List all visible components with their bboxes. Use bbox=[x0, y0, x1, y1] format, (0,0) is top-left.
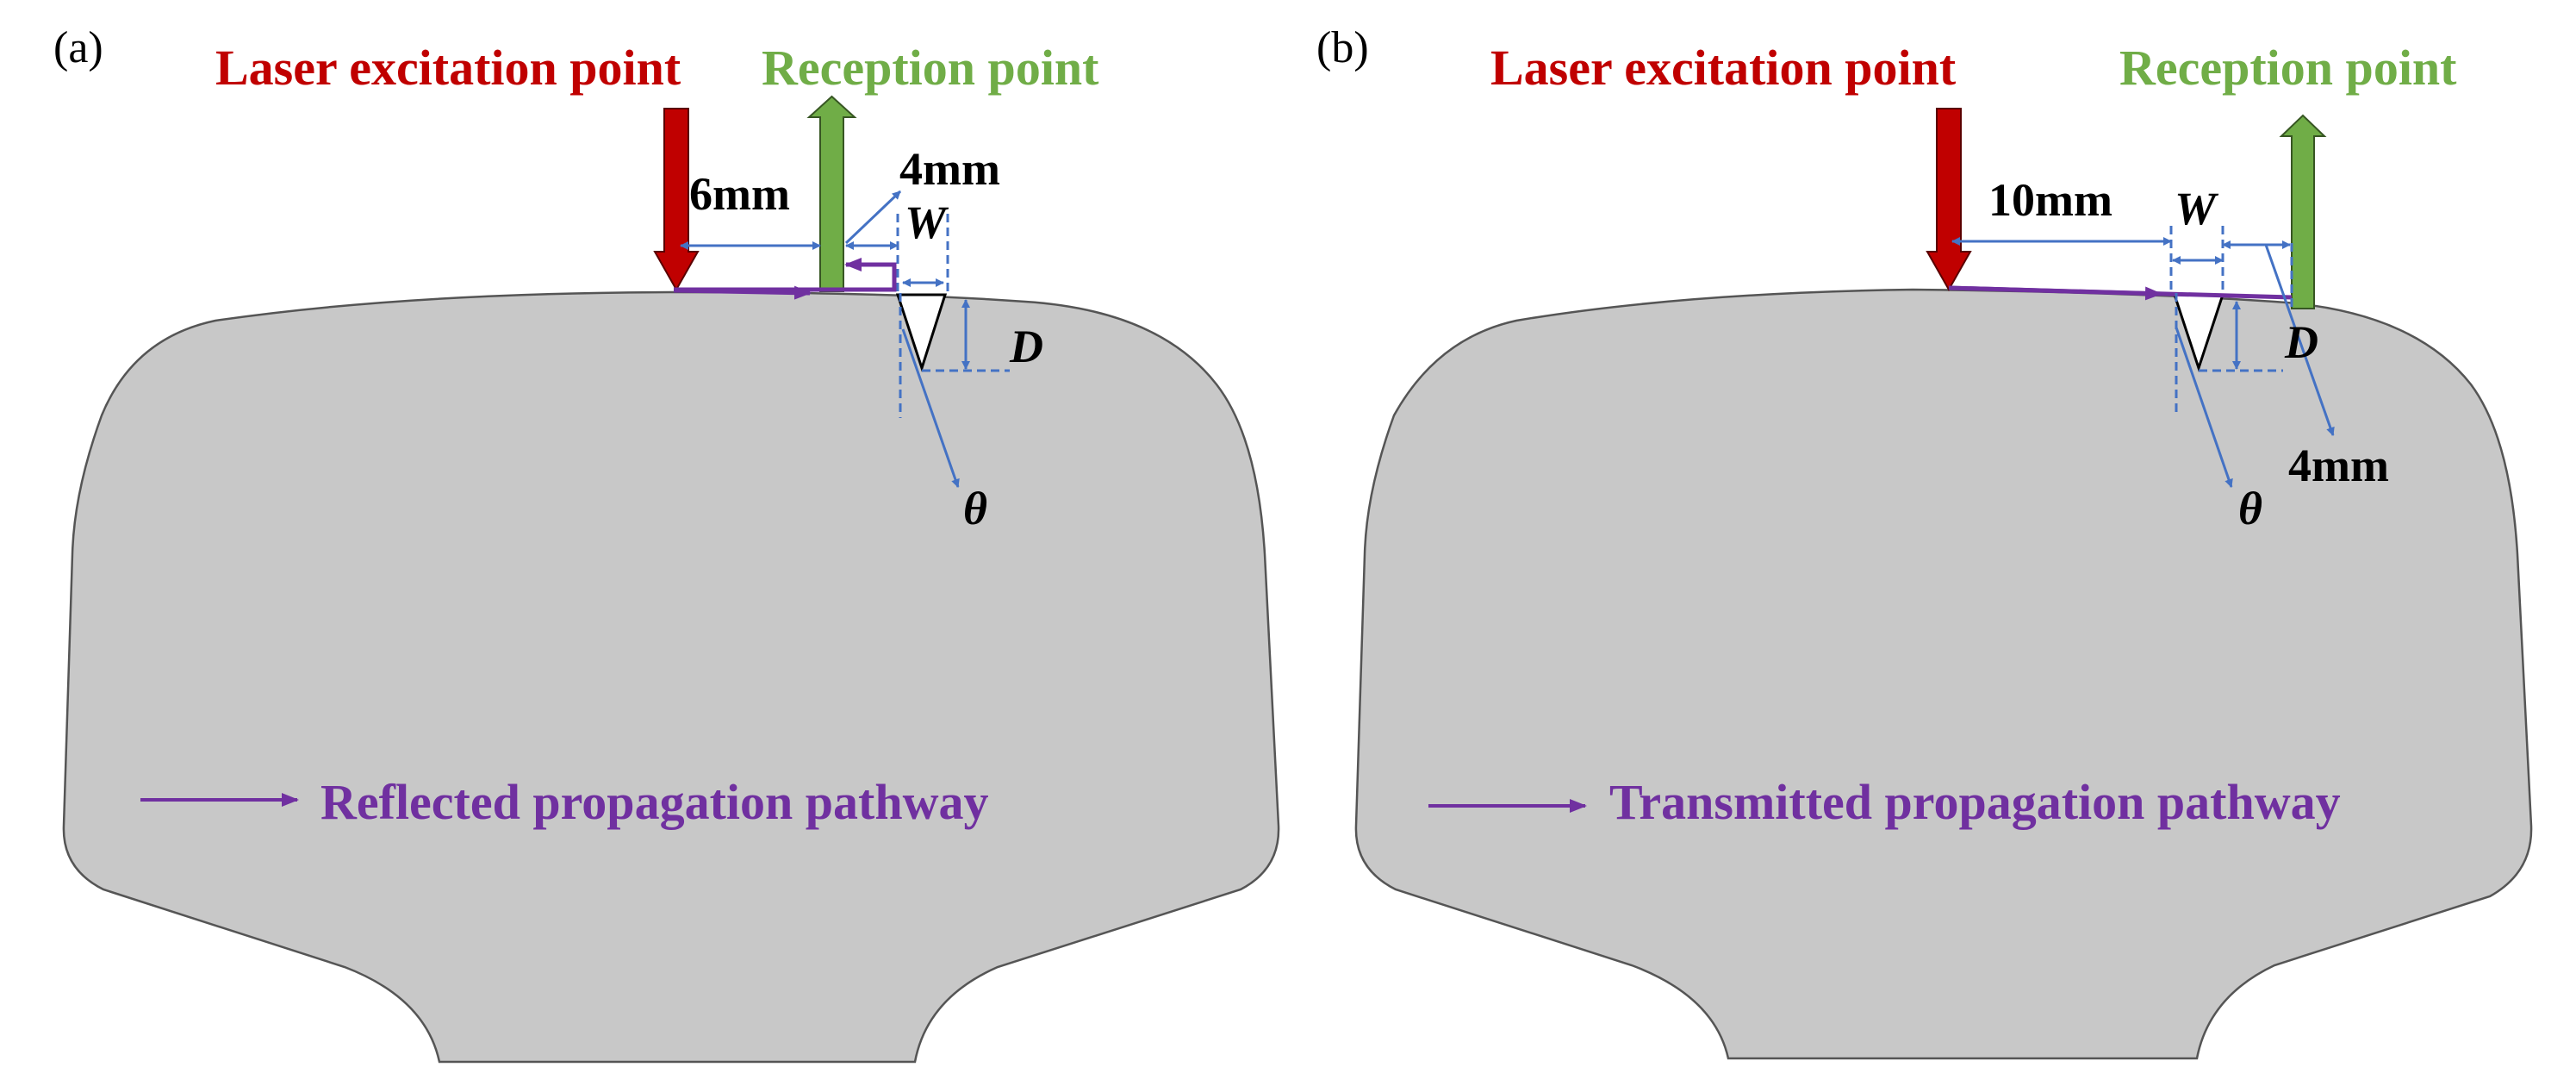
panel-b-rail-section bbox=[1354, 288, 2533, 1060]
panel-a-excitation-label: Laser excitation point bbox=[215, 40, 681, 96]
panel-a-pathway-arrow bbox=[673, 285, 812, 300]
panel-b-reception-label: Reception point bbox=[2119, 40, 2457, 96]
panel-a-reception-label: Reception point bbox=[762, 40, 1099, 96]
panel-b-dimensions bbox=[1951, 226, 2335, 488]
panel-a-spacing-label: 6mm bbox=[689, 168, 790, 220]
panel-a: (a) Laser excitation point Reception poi… bbox=[53, 23, 1280, 1064]
panel-a-width-symbol: W bbox=[905, 197, 949, 248]
panel-b-reception-arrow bbox=[2279, 114, 2327, 309]
panel-b-excitation-label: Laser excitation point bbox=[1490, 40, 1957, 96]
panel-b-angle-symbol: θ bbox=[2238, 483, 2262, 534]
panel-b-laser-arrow bbox=[1926, 108, 1972, 292]
panel-b-pathway-arrow bbox=[1948, 285, 2162, 301]
panel-a-letter: (a) bbox=[53, 23, 103, 72]
panel-a-reception-arrow bbox=[806, 95, 857, 292]
panel-b-depth-symbol: D bbox=[2284, 316, 2318, 368]
panel-b-width-symbol: W bbox=[2175, 183, 2219, 234]
panel-a-angle-symbol: θ bbox=[963, 483, 987, 534]
panel-b-offset-label: 4mm bbox=[2288, 440, 2389, 491]
panel-a-reflected-pathway bbox=[674, 258, 897, 292]
panel-a-crack-notch bbox=[895, 293, 948, 372]
panel-a-depth-symbol: D bbox=[1009, 321, 1043, 372]
panel-a-dimensions bbox=[680, 190, 1010, 488]
panel-b: (b) Laser excitation point Reception poi… bbox=[1316, 23, 2533, 1060]
panel-a-rail-section bbox=[62, 290, 1280, 1064]
panel-a-legend-label: Reflected propagation pathway bbox=[320, 774, 988, 830]
panel-b-legend-label: Transmitted propagation pathway bbox=[1609, 774, 2341, 830]
panel-b-letter: (b) bbox=[1316, 23, 1369, 72]
panel-a-offset-label: 4mm bbox=[899, 143, 1000, 195]
panel-b-spacing-label: 10mm bbox=[1988, 174, 2112, 226]
